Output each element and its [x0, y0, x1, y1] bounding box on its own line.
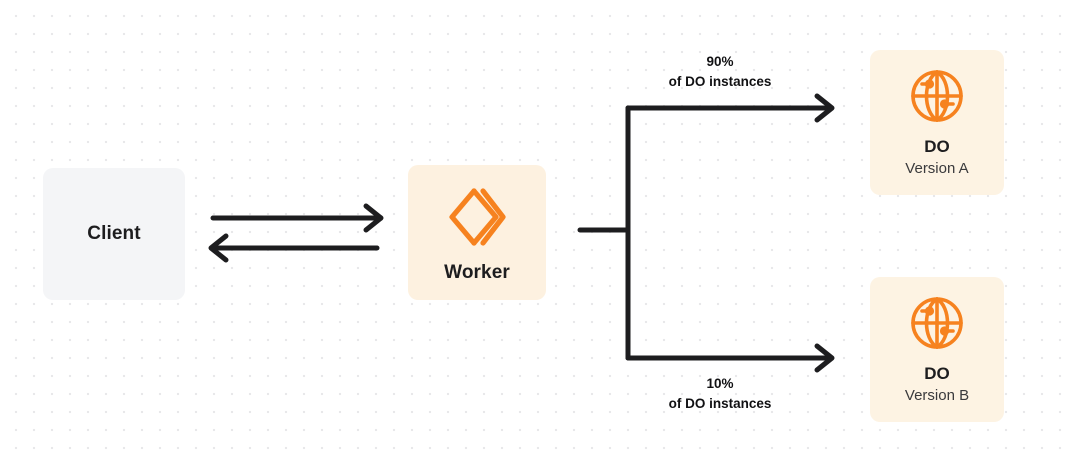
edge-label-do-a: 90% of DO instances	[624, 52, 816, 91]
node-client-label: Client	[87, 223, 141, 244]
node-do-a-label: DO	[924, 137, 950, 157]
edge-label-do-a-percent: 90%	[706, 54, 734, 69]
arrow-client-to-worker	[210, 203, 384, 233]
globe-icon	[909, 68, 965, 124]
node-worker-label: Worker	[444, 261, 510, 283]
globe-icon	[909, 295, 965, 351]
node-do-b-sublabel: Version B	[904, 386, 970, 404]
node-worker[interactable]: Worker	[408, 165, 546, 300]
cloudflare-workers-icon	[447, 186, 507, 248]
arrow-worker-to-do-b	[625, 343, 835, 373]
edge-label-do-a-caption: of DO instances	[668, 73, 772, 89]
arrow-worker-to-client	[208, 233, 380, 263]
node-do-version-a[interactable]: DO Version A	[870, 50, 1004, 195]
node-do-version-b[interactable]: DO Version B	[870, 277, 1004, 422]
edge-label-do-b-percent: 10%	[706, 376, 734, 391]
arrow-worker-to-do-a	[625, 93, 835, 123]
edge-label-do-b-caption: of DO instances	[668, 395, 772, 411]
node-do-b-label: DO	[924, 364, 950, 384]
edge-label-do-b: 10% of DO instances	[624, 374, 816, 413]
node-do-a-sublabel: Version A	[905, 159, 969, 177]
node-client[interactable]: Client	[43, 168, 185, 300]
